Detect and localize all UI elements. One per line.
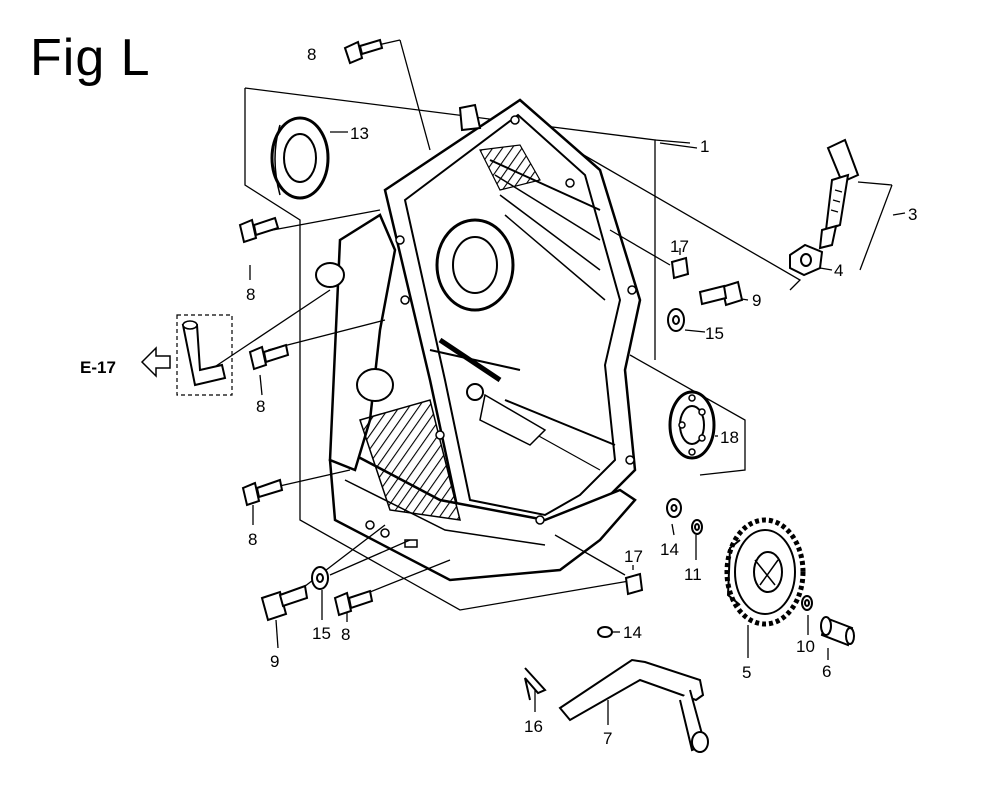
- callout-9-right: 9: [752, 291, 761, 310]
- callout-8-mid-left: 8: [256, 397, 265, 416]
- governor-shaft-part-6: [820, 616, 855, 647]
- oil-level-switch-part-3: [818, 138, 860, 250]
- callout-16: 16: [524, 717, 543, 736]
- callout-15-right: 15: [705, 324, 724, 343]
- leader-lines: [209, 39, 906, 725]
- oil-seal-part-13: [270, 116, 330, 200]
- crankcase-cover: [315, 98, 642, 582]
- callout-6: 6: [822, 662, 831, 681]
- reference-arrow-icon: [140, 346, 171, 378]
- flange-bolt-part-8-top: [343, 38, 384, 65]
- washers-part-15: [311, 308, 685, 590]
- callout-8-lower-left: 8: [248, 530, 257, 549]
- dowel-pins-part-17: [624, 256, 690, 596]
- nut-part-4: [789, 243, 824, 277]
- governor-arm-part-7: [558, 658, 709, 753]
- callout-8-bottom: 8: [341, 625, 350, 644]
- callout-9-bottom: 9: [270, 652, 279, 671]
- clip-part-16: [524, 667, 547, 701]
- callout-13: 13: [350, 124, 369, 143]
- callout-7: 7: [603, 729, 612, 748]
- figure-title: Fig L: [30, 29, 151, 87]
- callout-labels: E-17 1 3 4 5 6 7 8 8 8 8 8 9 9 10 11 13 …: [80, 45, 917, 748]
- callout-8-top: 8: [307, 45, 316, 64]
- callout-14-lower: 14: [623, 623, 642, 642]
- governor-gear-part-5: [724, 517, 806, 627]
- callout-14-upper: 14: [660, 540, 679, 559]
- breather-hose-reference: [140, 314, 233, 396]
- reference-label: E-17: [80, 358, 116, 377]
- callout-11: 11: [684, 565, 702, 584]
- flange-bolts-part-8: [238, 216, 374, 617]
- small-washers: [597, 498, 813, 638]
- assembly-bracket-lines: [244, 87, 802, 611]
- callout-18: 18: [720, 428, 739, 447]
- callout-1: 1: [700, 137, 709, 156]
- callout-17-lower: 17: [624, 547, 643, 566]
- callout-17-upper: 17: [670, 237, 689, 256]
- callout-15-bottom: 15: [312, 624, 331, 643]
- ball-bearing-part-18: [668, 390, 716, 460]
- callout-10: 10: [796, 637, 815, 656]
- callout-3: 3: [908, 205, 917, 224]
- callout-5: 5: [742, 663, 751, 682]
- flange-bolts-part-9: [260, 280, 744, 622]
- callout-4: 4: [834, 261, 843, 280]
- callout-8-upper-left: 8: [246, 285, 255, 304]
